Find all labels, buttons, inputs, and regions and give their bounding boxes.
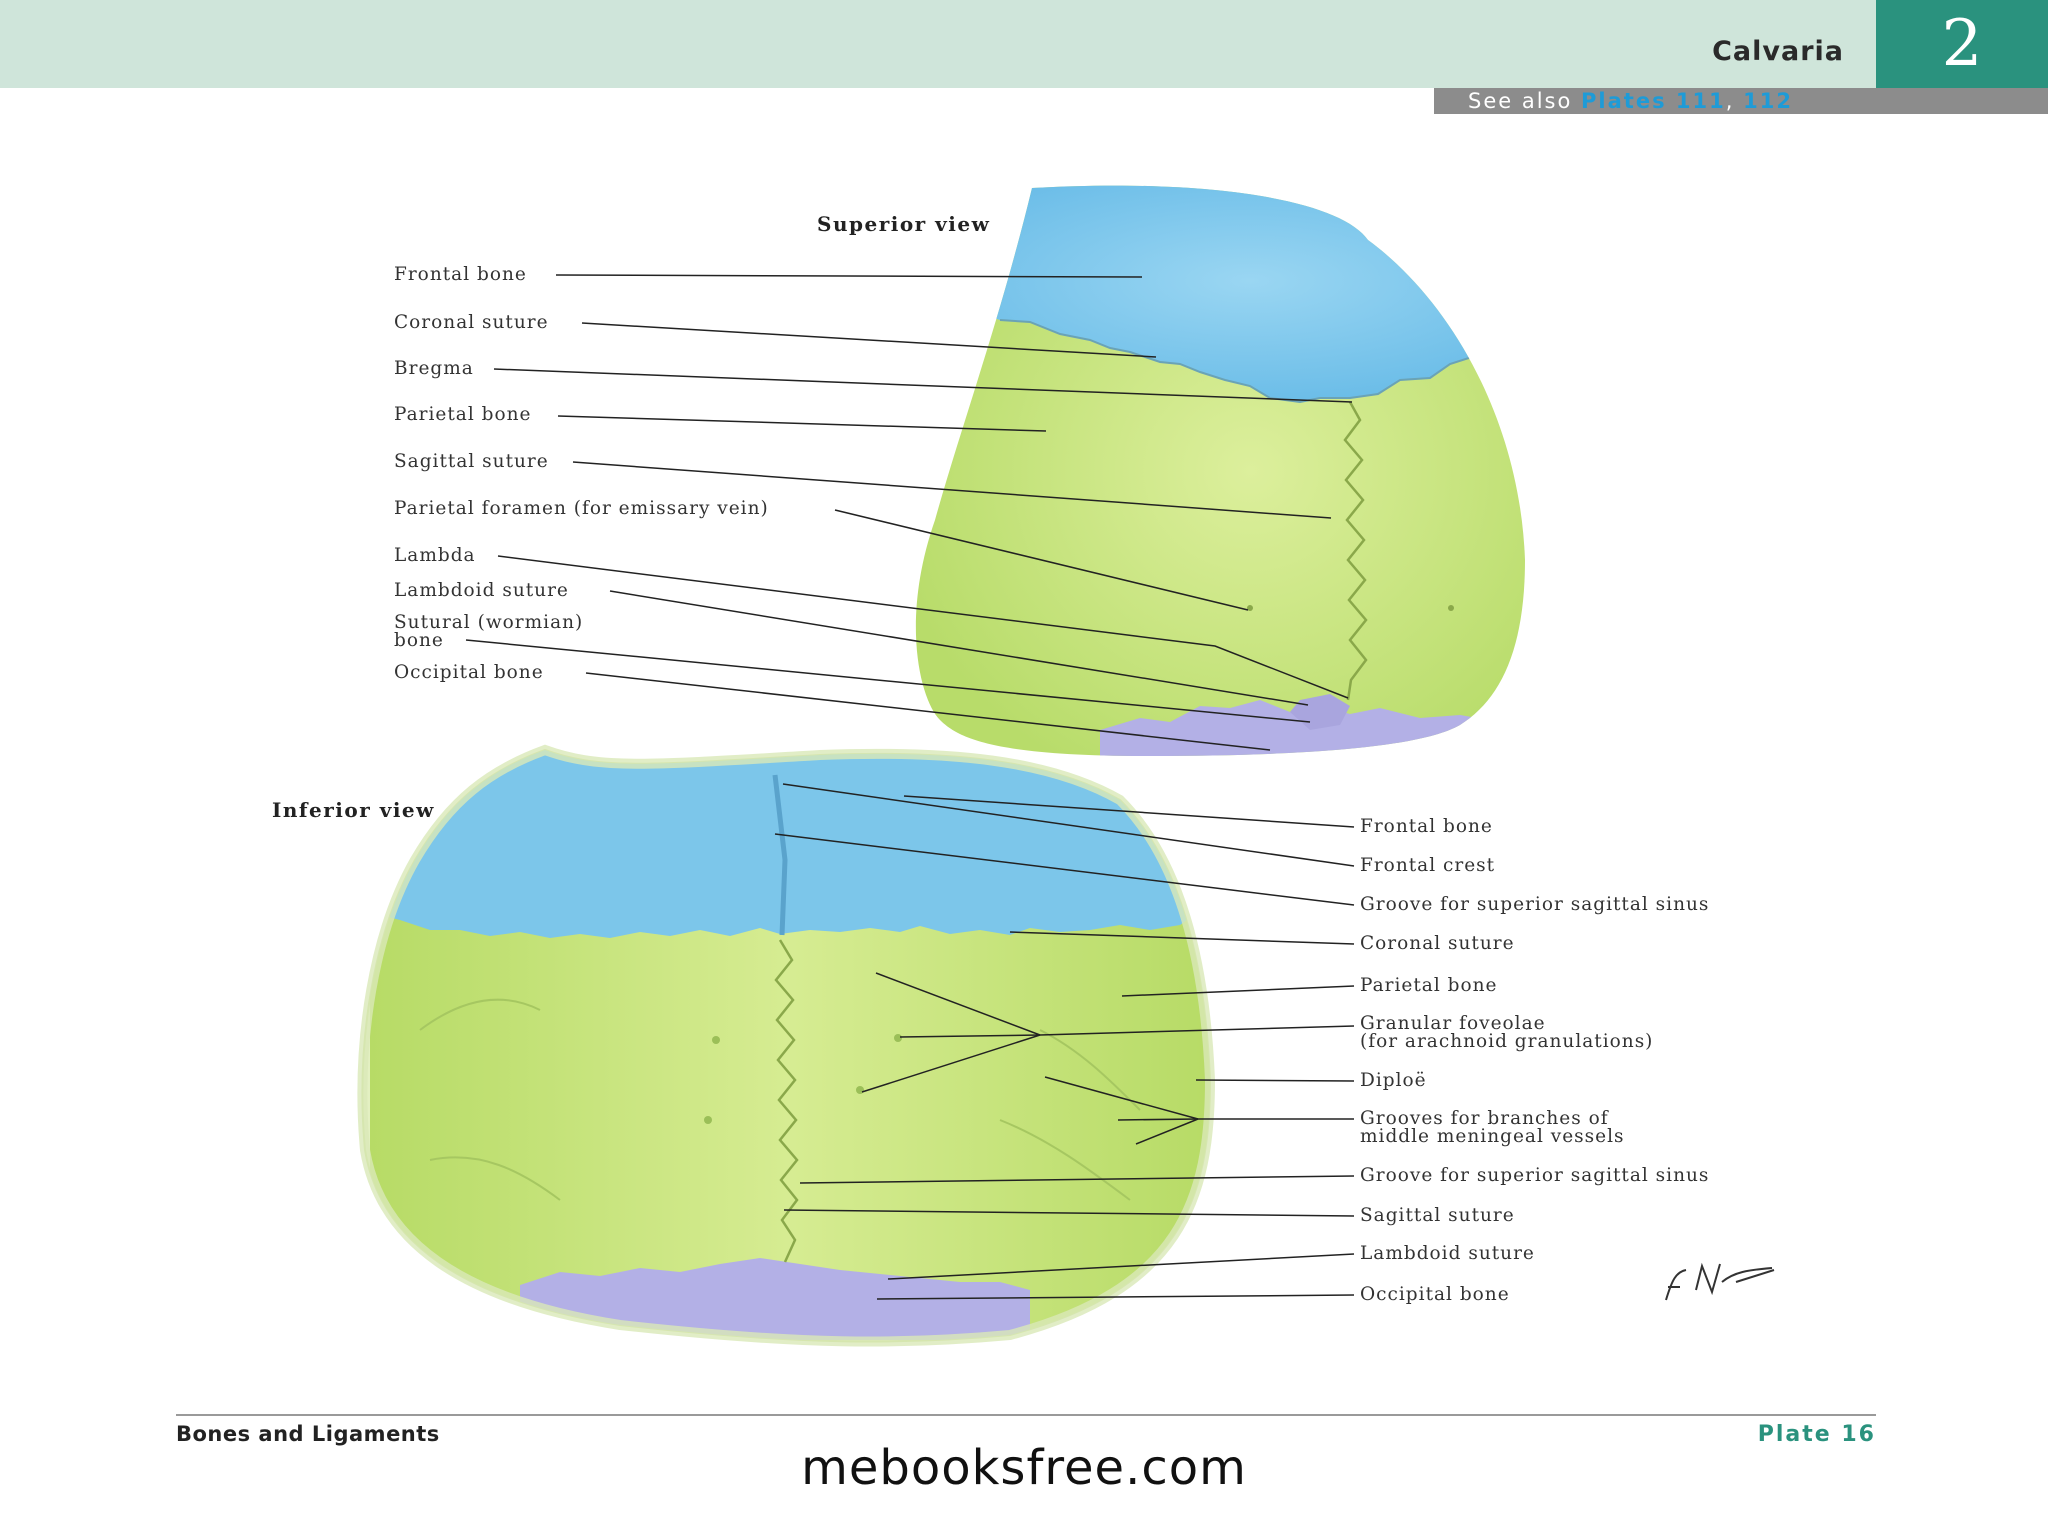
superior-coronal-suture xyxy=(999,319,1525,404)
watermark-text: mebooksfree.com xyxy=(801,1440,1247,1496)
superior-label-parietal-foramen: Parietal foramen (for emissary vein) xyxy=(394,498,769,519)
granular-foveola-4 xyxy=(704,1116,712,1124)
leader-inf-coronal xyxy=(1009,931,1355,945)
superior-label-frontal-bone: Frontal bone xyxy=(394,264,527,285)
granular-foveola-1 xyxy=(712,1036,720,1044)
superior-label-sutural-bone-line2: bone xyxy=(394,630,444,651)
inferior-view-title: Inferior view xyxy=(272,798,435,822)
leader-inf-frontal xyxy=(903,795,1355,828)
see-also-plate-link-2[interactable]: 112 xyxy=(1743,89,1793,113)
inferior-label-parietal-bone: Parietal bone xyxy=(1360,975,1498,996)
superior-view-title: Superior view xyxy=(817,212,991,236)
inferior-diploe-rim xyxy=(357,744,1216,1347)
leader-inf-grooves-a xyxy=(1044,1076,1199,1120)
leader-sup-sutural xyxy=(465,639,1311,723)
inferior-frontal-crest xyxy=(772,774,788,936)
inferior-label-granular-foveolae-line2: (for arachnoid granulations) xyxy=(1360,1031,1654,1052)
superior-view-skull xyxy=(915,185,1525,756)
inferior-label-meningeal-grooves: Grooves for branches of xyxy=(1360,1108,1609,1129)
granular-foveola-3 xyxy=(856,1086,864,1094)
superior-label-parietal-bone: Parietal bone xyxy=(394,404,532,425)
superior-label-sagittal-suture: Sagittal suture xyxy=(394,451,549,472)
inferior-label-frontal-bone: Frontal bone xyxy=(1360,816,1493,837)
leader-inf-parietal xyxy=(1121,985,1355,997)
see-also-bar: See also Plates 111, 112 xyxy=(1434,88,2048,114)
see-also-separator: , xyxy=(1725,89,1735,113)
superior-label-lambdoid-suture: Lambdoid suture xyxy=(394,580,569,601)
see-also-prefix: See also xyxy=(1468,89,1573,113)
leader-inf-occipital xyxy=(876,1294,1355,1300)
leader-sup-frontal xyxy=(555,274,1143,278)
leader-inf-groove-sinus xyxy=(774,833,1355,906)
leader-inf-sagittal xyxy=(783,1209,1355,1217)
meningeal-groove-4 xyxy=(999,1119,1131,1201)
superior-label-sutural-bone: Sutural (wormian) xyxy=(394,612,584,633)
inferior-label-sagittal-suture: Sagittal suture xyxy=(1360,1205,1515,1226)
inferior-label-granular-foveolae: Granular foveolae xyxy=(1360,1013,1546,1034)
inferior-label-groove-sagittal-sinus-2: Groove for superior sagittal sinus xyxy=(1360,1165,1710,1186)
leader-sup-lambdoid xyxy=(609,590,1309,706)
leader-sup-parietal xyxy=(557,415,1047,432)
inferior-sagittal-suture xyxy=(774,939,799,1263)
inferior-label-frontal-crest: Frontal crest xyxy=(1360,855,1496,876)
inferior-label-coronal-suture: Coronal suture xyxy=(1360,933,1515,954)
leader-inf-foveolae-hub xyxy=(1039,1025,1355,1036)
leader-sup-lambda xyxy=(497,555,1349,699)
inferior-label-occipital-bone: Occipital bone xyxy=(1360,1284,1510,1305)
leader-inf-grooves-c xyxy=(1135,1118,1199,1145)
leader-sup-coronal xyxy=(581,322,1157,358)
superior-label-coronal-suture: Coronal suture xyxy=(394,312,549,333)
granular-foveola-2 xyxy=(894,1034,902,1042)
leader-inf-grooves-b xyxy=(1117,1118,1199,1121)
parietal-foramen-mark xyxy=(1247,605,1253,611)
superior-label-bregma: Bregma xyxy=(394,358,474,379)
leader-inf-foveolae-a xyxy=(875,972,1041,1036)
inferior-label-groove-sagittal-sinus: Groove for superior sagittal sinus xyxy=(1360,894,1710,915)
footer-plate-number: Plate 16 xyxy=(1757,1422,1876,1447)
leader-sup-foramen xyxy=(834,509,1249,611)
leader-lines xyxy=(465,274,1355,1300)
leader-inf-foveolae-b xyxy=(899,1034,1041,1038)
inferior-label-diploe: Diploë xyxy=(1360,1070,1427,1091)
inferior-label-meningeal-grooves-line2: middle meningeal vessels xyxy=(1360,1126,1625,1147)
leader-inf-foveolae-c xyxy=(861,1034,1041,1093)
leader-inf-groove-sinus-2 xyxy=(799,1175,1355,1184)
inferior-label-lambdoid-suture: Lambdoid suture xyxy=(1360,1243,1535,1264)
footer-rule xyxy=(176,1414,1876,1416)
leader-sup-sagittal xyxy=(572,461,1332,519)
parietal-foramen-mark-2 xyxy=(1448,605,1454,611)
inferior-parietal-bones xyxy=(370,900,1210,1340)
superior-sagittal-suture xyxy=(1343,401,1368,701)
leader-inf-frontal-crest xyxy=(782,783,1355,867)
page-title: Calvaria xyxy=(1712,36,1844,67)
netter-signature xyxy=(1665,1262,1775,1301)
chapter-number: 2 xyxy=(1876,0,2048,88)
meningeal-groove-1 xyxy=(419,998,541,1031)
inferior-view-skull xyxy=(357,744,1216,1347)
see-also-plate-link[interactable]: Plates 111 xyxy=(1581,89,1726,113)
superior-label-occipital-bone: Occipital bone xyxy=(394,662,544,683)
header-band xyxy=(0,0,1876,88)
inferior-frontal-bone xyxy=(362,750,1210,938)
superior-label-lambda: Lambda xyxy=(394,545,476,566)
leader-inf-lambdoid xyxy=(887,1253,1355,1280)
footer-section-title: Bones and Ligaments xyxy=(176,1422,440,1446)
meningeal-groove-3 xyxy=(429,1156,561,1201)
leader-sup-bregma xyxy=(493,368,1353,403)
leader-inf-diploe xyxy=(1195,1079,1355,1082)
leader-sup-occipital xyxy=(585,672,1271,751)
